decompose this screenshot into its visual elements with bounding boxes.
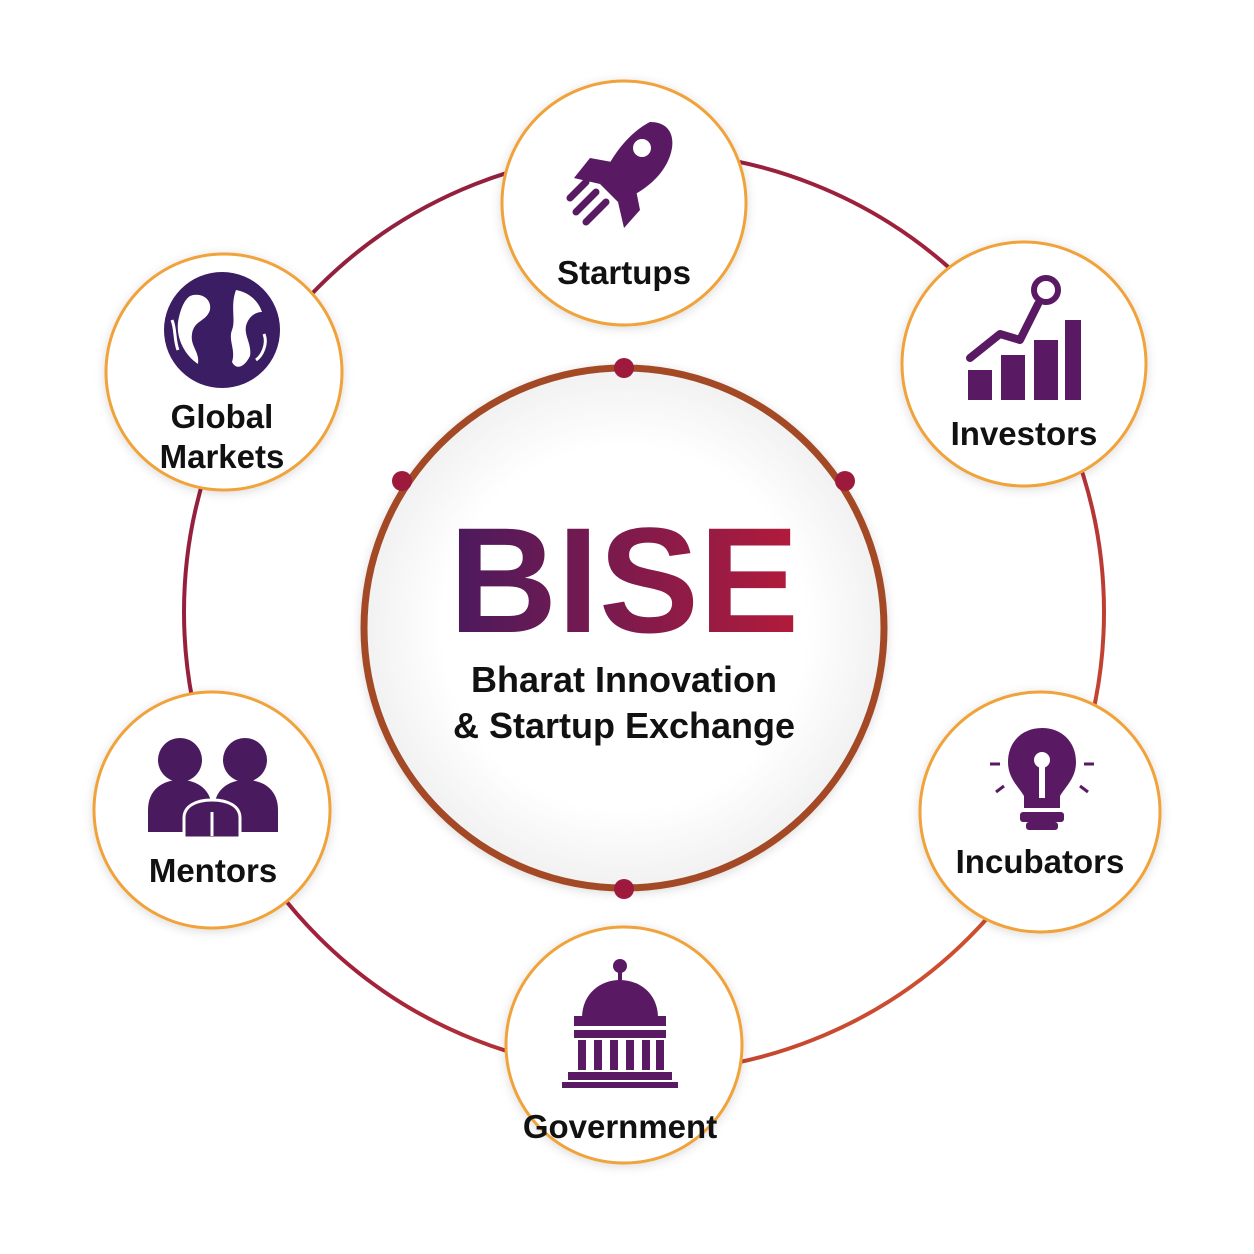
node-label: Startups <box>557 254 691 291</box>
lightbulb-icon <box>990 728 1094 830</box>
node-label: Incubators <box>956 843 1125 880</box>
growth-chart-icon <box>966 275 1081 400</box>
node-label: Mentors <box>149 852 277 889</box>
node-startups: Startups <box>500 79 748 327</box>
node-investors: Investors <box>900 240 1148 488</box>
node-incubators: Incubators <box>918 690 1162 934</box>
connector-dot-bottom <box>614 879 634 899</box>
connector-dot-left <box>392 471 412 491</box>
node-circle <box>504 925 744 1165</box>
hub-subtitle-line2: & Startup Exchange <box>453 705 795 746</box>
node-government: Government <box>504 925 744 1165</box>
node-label-line1: Global <box>171 398 274 435</box>
globe-icon <box>164 272 280 388</box>
connector-dot-top <box>614 358 634 378</box>
central-hub: BISE Bharat Innovation & Startup Exchang… <box>360 358 888 899</box>
people-icon <box>148 738 278 840</box>
node-global-markets: Global Markets <box>104 252 344 492</box>
connector-dot-right <box>835 471 855 491</box>
node-label: Investors <box>951 415 1098 452</box>
node-mentors: Mentors <box>92 690 332 930</box>
hub-title: BISE <box>449 496 799 664</box>
rocket-icon <box>566 122 673 228</box>
node-label: Government <box>523 1108 717 1145</box>
hub-subtitle-line1: Bharat Innovation <box>471 659 777 700</box>
government-building-icon <box>562 959 678 1088</box>
node-label-line2: Markets <box>160 438 285 475</box>
